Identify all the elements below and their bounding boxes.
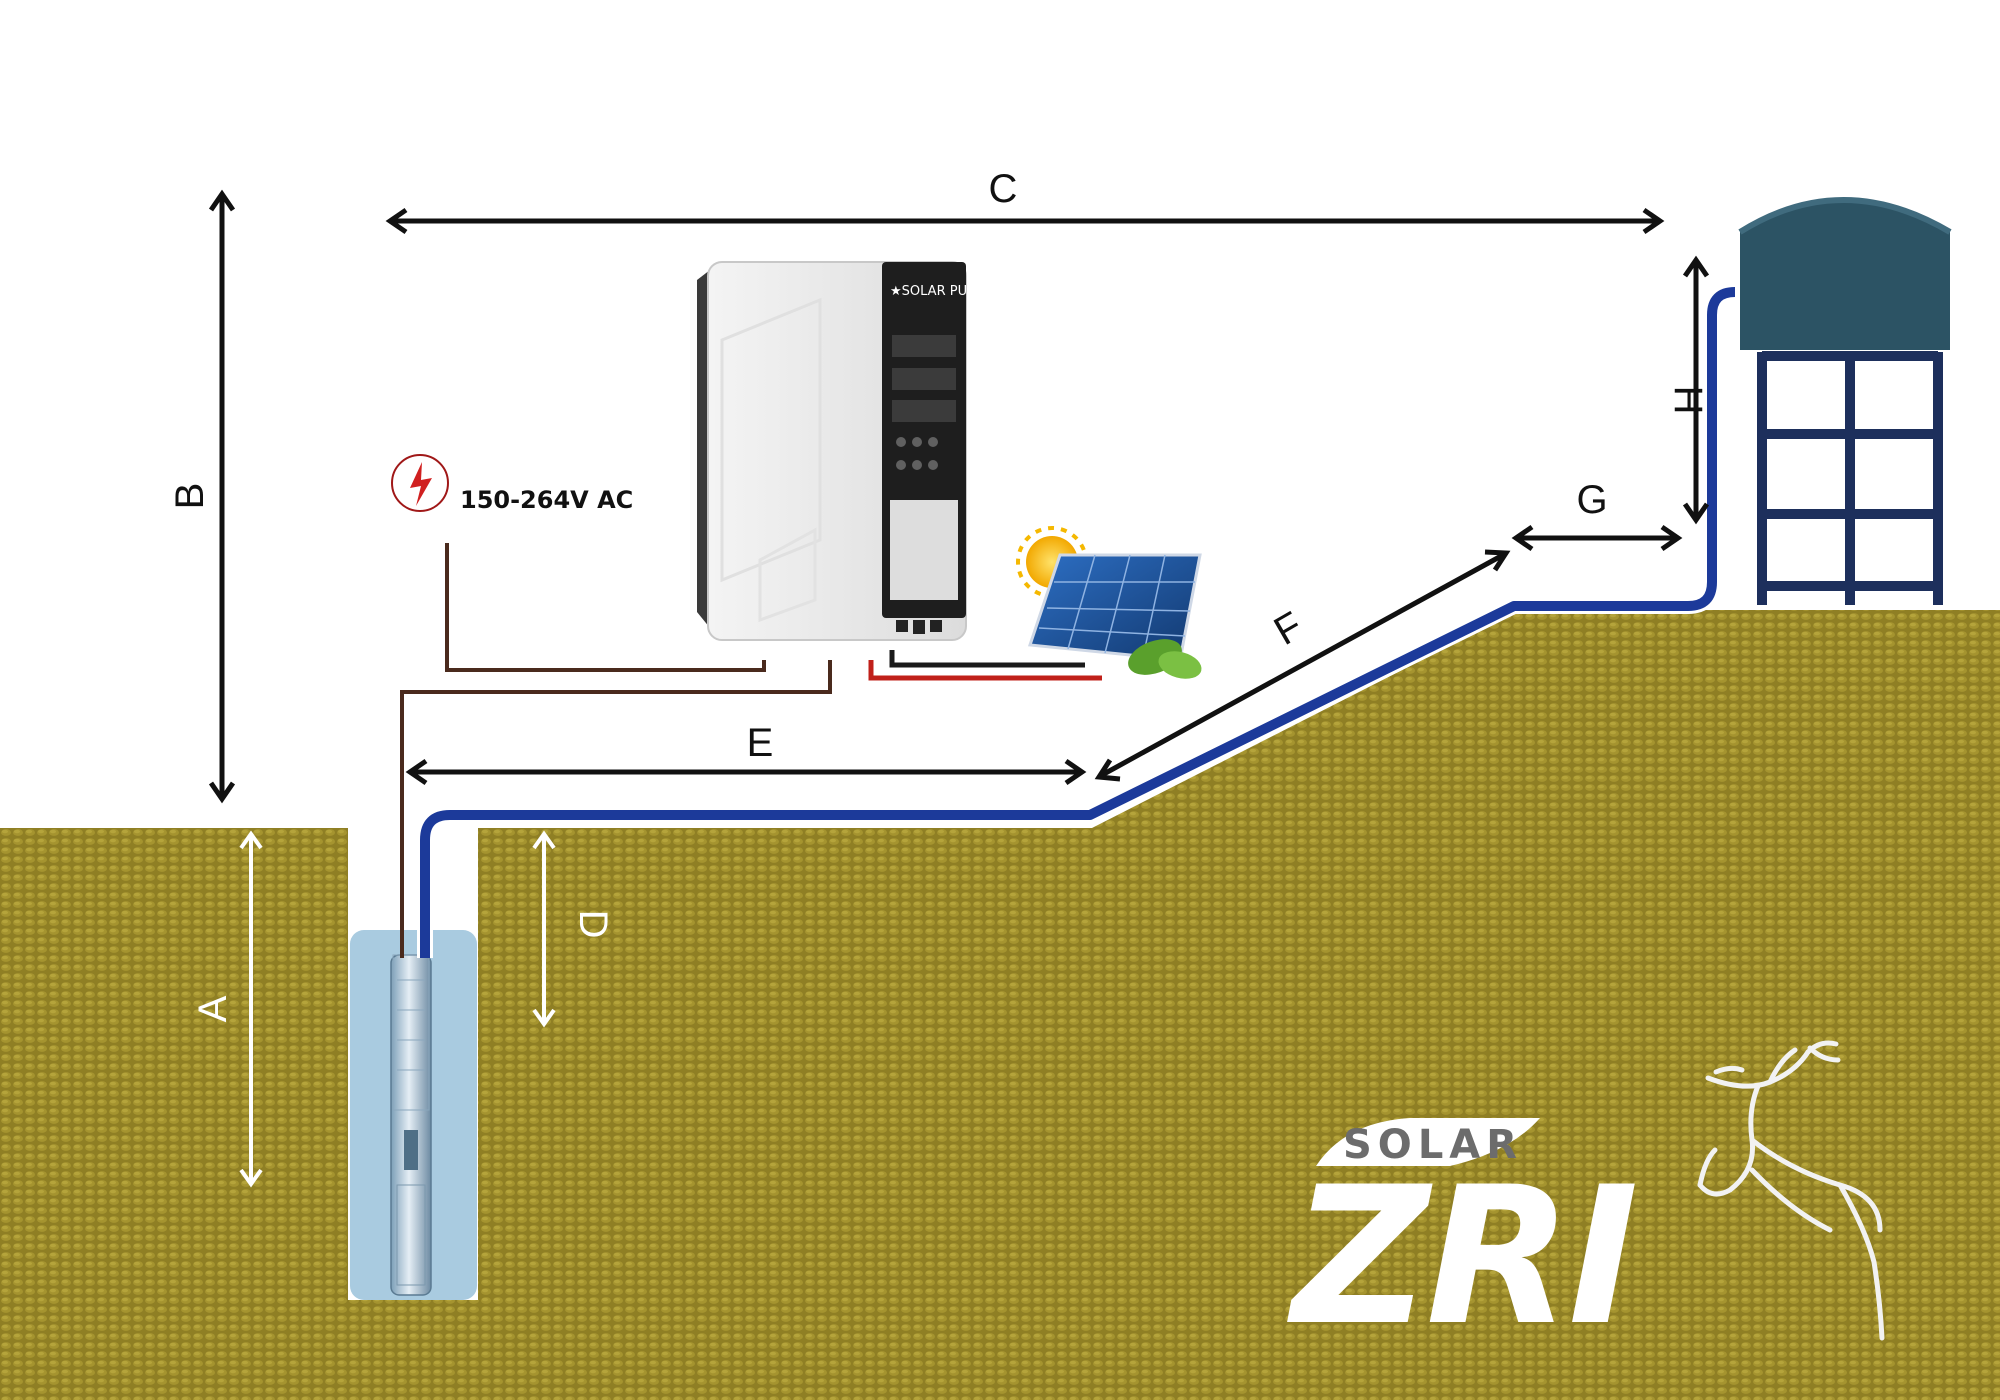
tower-frame: [1762, 352, 1938, 605]
pump-controller: ★SOLAR PUMP★: [697, 262, 998, 640]
ground-terrain: [0, 610, 2000, 1400]
label-e: E: [747, 721, 774, 765]
dimension-c: [390, 210, 1660, 232]
brand-main-text: ZRI: [1287, 1146, 1635, 1367]
controller-panel-title: ★SOLAR PUMP★: [890, 284, 998, 299]
dimension-g: [1516, 527, 1678, 549]
label-f: F: [1267, 604, 1310, 654]
water-tank: [1740, 200, 1950, 350]
label-c: C: [989, 167, 1018, 211]
label-g: G: [1576, 478, 1607, 522]
lightning-icon: [392, 455, 448, 511]
dimension-b: [211, 194, 233, 799]
dc-cable-black: [892, 650, 1085, 665]
label-h: H: [1666, 386, 1710, 415]
label-b: B: [168, 483, 212, 510]
ac-voltage-label: 150-264V AC: [460, 486, 633, 514]
borehole-soil-bottom: [348, 1300, 478, 1400]
label-a: A: [191, 995, 235, 1022]
submersible-pump: [391, 955, 431, 1295]
label-d: D: [571, 910, 615, 939]
